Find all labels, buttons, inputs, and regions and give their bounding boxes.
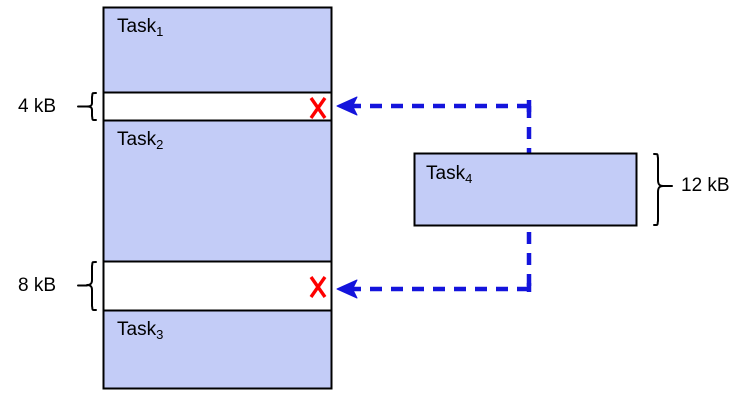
size-label-hole-4kb: 4 kB (18, 96, 57, 117)
memory-block-label-task1: Task1 (117, 16, 164, 39)
memory-block-label-task3: Task3 (117, 319, 164, 342)
brace-8kb (86, 261, 97, 311)
memory-block-task2 (102, 119, 333, 263)
cross-icon-upper (309, 97, 327, 119)
memory-hole-8kb (102, 260, 333, 312)
cross-icon-lower (309, 276, 327, 298)
main-memory-column (102, 6, 333, 390)
memory-hole-4kb (102, 91, 333, 122)
size-label-hole-8kb: 8 kB (18, 275, 57, 296)
arrowhead-lower (336, 279, 358, 299)
size-label-task4: 12 kB (681, 175, 730, 196)
memory-block-label-task2: Task2 (117, 129, 164, 152)
incoming-task-box (413, 152, 638, 227)
incoming-task-label-task4: Task4 (426, 163, 473, 186)
brace-4kb (86, 92, 97, 121)
arrowhead-upper (336, 96, 358, 116)
brace-12kb (653, 153, 664, 226)
memory-block-task1 (102, 6, 333, 94)
memory-block-task3 (102, 309, 333, 390)
